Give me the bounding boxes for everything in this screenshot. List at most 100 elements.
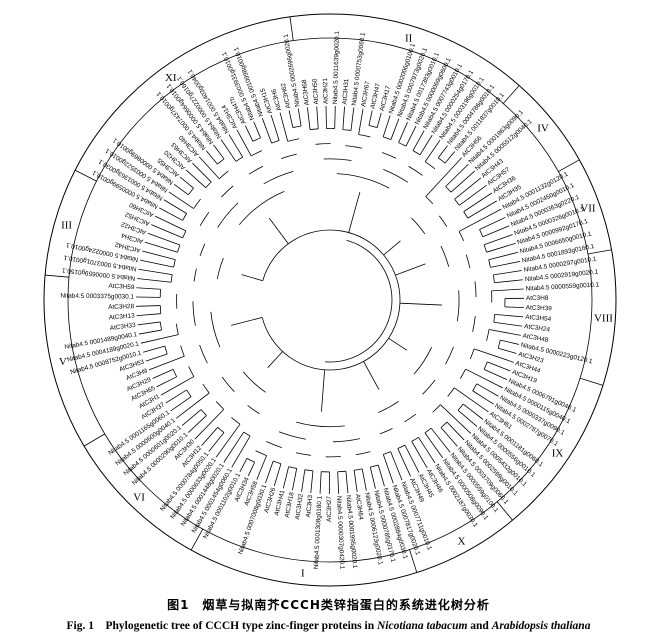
internal-arc xyxy=(186,389,192,397)
internal-arc xyxy=(281,153,297,159)
terminal-branch xyxy=(350,107,355,131)
internal-arc xyxy=(345,145,362,149)
internal-arc xyxy=(215,401,225,410)
internal-arc xyxy=(235,156,243,162)
terminal-branch xyxy=(144,241,178,253)
terminal-branch xyxy=(297,108,302,127)
terminal-branch xyxy=(440,404,472,434)
terminal-branch xyxy=(213,144,225,160)
internal-arc xyxy=(413,347,432,375)
internal-arc xyxy=(217,427,225,433)
terminal-branch xyxy=(463,192,493,212)
terminal-branch xyxy=(476,383,499,397)
internal-arc xyxy=(210,311,221,348)
terminal-branch xyxy=(282,466,290,489)
internal-arc xyxy=(425,196,434,205)
terminal-branch xyxy=(337,471,340,494)
clade-stem xyxy=(395,263,426,276)
internal-arc xyxy=(278,431,306,440)
terminal-branch xyxy=(253,121,261,138)
internal-arc xyxy=(200,409,207,416)
terminal-branch xyxy=(424,139,441,162)
terminal-branch xyxy=(390,451,403,481)
internal-arc xyxy=(231,417,241,425)
leaf-label: AtC3H33 xyxy=(109,322,136,332)
leaf-label: AtC3H32 xyxy=(294,493,305,520)
leaf-label: AtC3H27 xyxy=(326,496,333,522)
terminal-branch xyxy=(382,454,394,484)
terminal-branch xyxy=(445,163,469,187)
terminal-branch xyxy=(437,145,448,159)
internal-arc xyxy=(221,185,234,198)
terminal-branch xyxy=(458,208,502,232)
leaf-label: AtC3H13 xyxy=(109,312,136,321)
terminal-branch xyxy=(170,396,192,412)
clade-stem xyxy=(268,217,289,245)
internal-arc xyxy=(425,161,436,170)
clade-label: IV xyxy=(537,123,549,135)
terminal-branch xyxy=(261,118,272,144)
internal-arc xyxy=(336,173,390,189)
terminal-branch xyxy=(279,112,289,142)
internal-arc xyxy=(182,213,187,221)
internal-arc xyxy=(193,198,201,209)
core-arc xyxy=(262,229,401,304)
terminal-branch xyxy=(369,467,376,489)
terminal-branch xyxy=(152,368,174,379)
clade-label: VI xyxy=(133,492,145,504)
terminal-branch xyxy=(488,251,519,261)
internal-arc xyxy=(217,202,239,228)
internal-arc xyxy=(304,469,314,472)
caption-english-and: and xyxy=(467,620,492,632)
clade-separator xyxy=(289,16,294,41)
internal-arc xyxy=(454,198,460,206)
leaf-label: AtC3H8 xyxy=(526,295,549,302)
terminal-branch xyxy=(493,321,523,327)
terminal-branch xyxy=(154,215,187,232)
internal-arc xyxy=(251,150,262,157)
terminal-branch xyxy=(376,112,382,128)
internal-arc xyxy=(216,257,224,280)
internal-arc xyxy=(255,450,267,456)
internal-arc xyxy=(273,460,282,465)
internal-arc xyxy=(465,254,471,269)
terminal-branch xyxy=(465,368,504,389)
internal-arc xyxy=(243,431,251,437)
internal-arc xyxy=(295,452,311,456)
internal-arc xyxy=(199,344,208,364)
terminal-branch xyxy=(498,347,517,354)
leaf-label: AtC3H31 xyxy=(341,78,350,105)
internal-arc xyxy=(378,400,399,413)
internal-arc xyxy=(199,243,206,257)
terminal-branch xyxy=(483,369,508,381)
terminal-branch xyxy=(310,470,314,494)
internal-arc xyxy=(408,165,423,176)
internal-arc xyxy=(432,404,441,413)
internal-arc xyxy=(170,274,173,283)
terminal-branch xyxy=(288,110,294,128)
terminal-branch xyxy=(483,234,513,246)
clade-stem xyxy=(321,369,326,412)
terminal-branch xyxy=(405,125,417,147)
clade-label: X xyxy=(457,535,465,547)
terminal-branch xyxy=(147,232,181,246)
terminal-branch xyxy=(411,441,428,469)
terminal-branch xyxy=(256,455,267,480)
leaf-label: AtC3H68 xyxy=(301,79,311,106)
terminal-branch xyxy=(192,162,212,183)
internal-arc xyxy=(199,211,210,226)
internal-arc xyxy=(383,168,409,183)
terminal-branch xyxy=(138,268,173,276)
terminal-branch xyxy=(490,260,521,268)
leaf-label: AtC3H24 xyxy=(524,323,551,333)
internal-arc xyxy=(173,259,176,268)
caption-english-prefix: Fig. 1 Phylogenetic tree of CCCH type zi… xyxy=(66,620,377,632)
core-arc xyxy=(261,303,401,371)
internal-arc xyxy=(246,457,255,463)
terminal-branch xyxy=(479,216,506,230)
terminal-branch xyxy=(168,191,194,209)
internal-arc xyxy=(193,268,197,282)
internal-arc xyxy=(457,403,464,411)
internal-arc xyxy=(247,405,260,415)
terminal-branch xyxy=(487,361,511,372)
